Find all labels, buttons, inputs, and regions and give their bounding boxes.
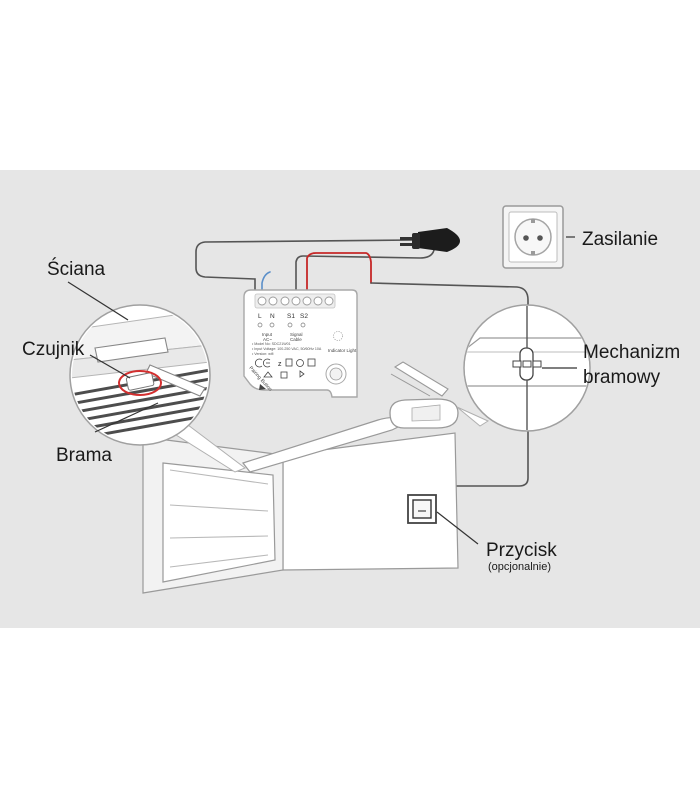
- signal-label: Signal: [290, 332, 303, 337]
- spec-voltage: • Input Voltage: 100-250 VAC, 50/60Hz 10…: [252, 347, 322, 351]
- indicator-light-label: Indicator Light: [328, 348, 357, 353]
- leader-lines: [67, 236, 577, 545]
- spec-model: • Model No: SDC21W01: [252, 342, 291, 346]
- input-sub-label: AC~: [263, 337, 272, 342]
- terminal-label-l: L: [258, 313, 262, 320]
- sensor-highlight: [118, 370, 162, 396]
- terminal-screws: [257, 296, 334, 306]
- pairing-arrow-icon: [259, 384, 266, 390]
- label-gate: Brama: [56, 445, 112, 466]
- certification-icons: Z: [254, 358, 316, 379]
- wall-socket-icon: [502, 205, 564, 269]
- terminal-label-s1: S1: [287, 313, 295, 320]
- label-wall: Ściana: [47, 259, 106, 280]
- sensor-zoom-callout: [69, 304, 247, 473]
- terminal-label-n: N: [270, 313, 275, 320]
- wiring: [195, 239, 529, 493]
- label-button-optional: (opcjonalnie): [488, 561, 551, 573]
- garage-illustration: [142, 361, 459, 594]
- pairing-button-icon: [325, 363, 347, 385]
- terminal-label-s2: S2: [300, 313, 308, 320]
- label-power: Zasilanie: [582, 229, 659, 250]
- label-mechanism-line2: bramowy: [583, 367, 661, 388]
- spec-version: • Version: wifi: [252, 352, 274, 356]
- smart-module: L N S1 S2 Input AC~ Signal Cable Indicat…: [243, 289, 358, 398]
- label-sensor: Czujnik: [22, 339, 85, 360]
- svg-text:Z: Z: [278, 362, 282, 368]
- label-mechanism-line1: Mechanizm: [583, 342, 681, 363]
- input-label: Input: [262, 332, 273, 337]
- mechanism-zoom-callout: [456, 304, 591, 432]
- signal-sub-label: Cable: [290, 337, 302, 342]
- plug-icon: [400, 228, 460, 252]
- indicator-light-icon: [333, 331, 343, 341]
- label-button: Przycisk: [486, 540, 557, 561]
- wall-button-icon: [407, 494, 437, 524]
